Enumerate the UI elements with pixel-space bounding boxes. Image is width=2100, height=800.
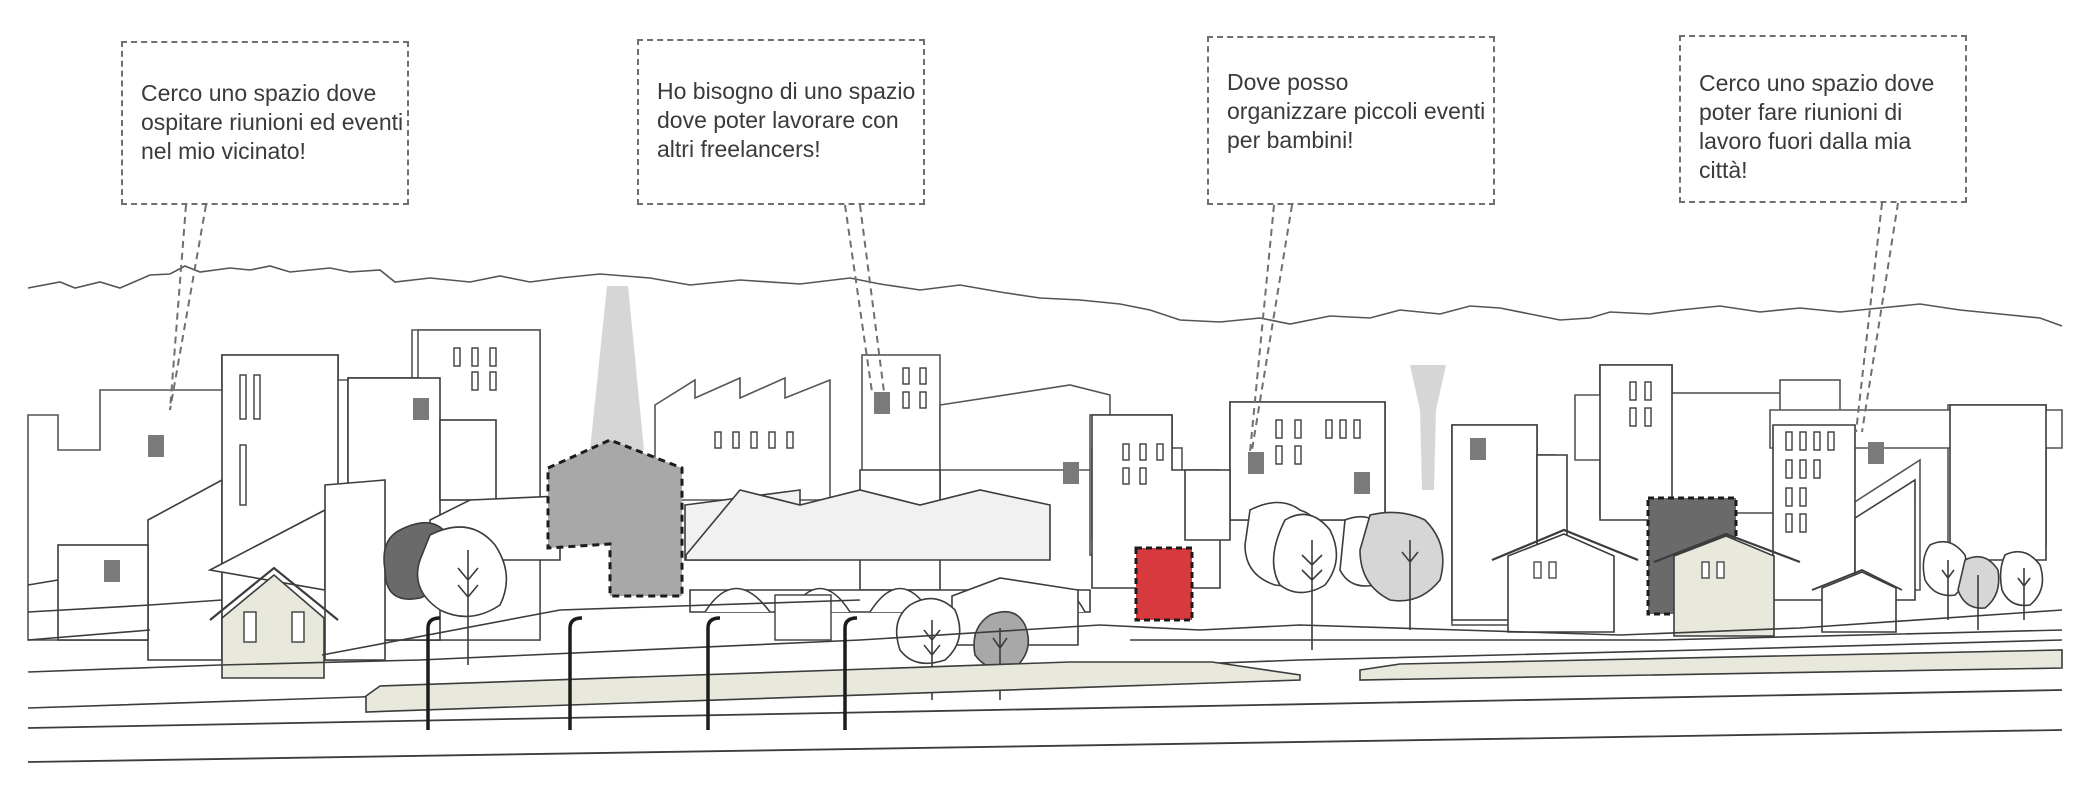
house-beige-right	[1653, 532, 1801, 637]
speech-bubble-meetings: Cerco uno spazio dove ospitare riunioni …	[121, 41, 409, 205]
speech-bubble-freelancers: Ho bisogno di uno spazio dove poter lavo…	[637, 39, 925, 205]
speech-bubble-kids-events: Dove posso organizzare piccoli eventi pe…	[1207, 36, 1495, 205]
chimney-right	[1410, 365, 1446, 490]
speech-bubble-text: Dove posso organizzare piccoli eventi pe…	[1227, 69, 1486, 153]
speech-bubble-work-meetings: Cerco uno spazio dove poter fare riunion…	[1679, 35, 1967, 203]
street-lamps	[426, 616, 858, 730]
beige-ground-right	[1359, 649, 2063, 681]
beige-ground-left	[365, 661, 1301, 713]
factory-halls	[684, 489, 1051, 561]
road-lines	[27, 689, 2063, 763]
house-left	[209, 566, 339, 679]
speech-bubble-text: Ho bisogno di uno spazio dove poter lavo…	[657, 78, 916, 162]
building-windows	[104, 392, 1884, 582]
building-window-slots	[239, 347, 1835, 533]
highlighted-gray-building	[546, 438, 684, 598]
speech-bubble-text: Cerco uno spazio dove poter fare riunion…	[1699, 70, 1935, 183]
house-center	[1491, 528, 1639, 633]
callout-tails	[169, 202, 1899, 453]
speech-bubble-text: Cerco uno spazio dove ospitare riunioni …	[141, 80, 404, 164]
distant-skyline	[27, 265, 2063, 327]
house-far-right	[1811, 569, 1903, 633]
chimney-left	[590, 286, 644, 450]
midground-buildings	[57, 354, 2047, 661]
highlighted-red-building	[1134, 546, 1194, 622]
